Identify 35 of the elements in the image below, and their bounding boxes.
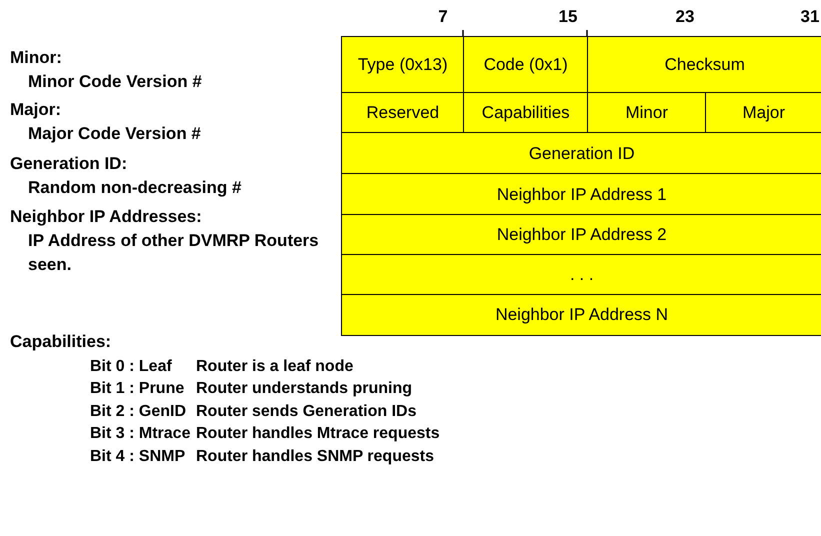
bit-label: Bit 4 : SNMP (90, 447, 186, 467)
packet-field: . . . (341, 254, 821, 296)
capability-description: Router is a leaf node (196, 357, 354, 377)
packet-field: Generation ID (341, 132, 821, 174)
bit-label: Bit 0 : Leaf (90, 357, 172, 377)
field-description: IP Address of other DVMRP Routers seen. (28, 230, 320, 276)
packet-field: Neighbor IP Address 2 (341, 214, 821, 256)
field-description: Minor Code Version # (28, 71, 202, 93)
bit-label: Bit 1 : Prune (90, 379, 184, 399)
field-name: Generation ID: (10, 153, 128, 175)
capability-description: Router understands pruning (196, 379, 412, 399)
packet-field: Checksum (587, 36, 821, 94)
bit-number: 31 (800, 6, 820, 28)
packet-field: Neighbor IP Address N (341, 294, 821, 336)
field-name: Minor: (10, 47, 62, 69)
packet-field: Capabilities (463, 92, 588, 134)
field-description: Random non-decreasing # (28, 177, 242, 199)
capability-description: Router handles Mtrace requests (196, 424, 440, 444)
field-name: Neighbor IP Addresses: (10, 206, 202, 228)
packet-field: Neighbor IP Address 1 (341, 173, 821, 216)
field-description: Major Code Version # (28, 123, 201, 145)
packet-field: Reserved (341, 92, 464, 134)
capability-description: Router handles SNMP requests (196, 447, 434, 467)
packet-field: Code (0x1) (463, 36, 588, 94)
packet-field: Minor (587, 92, 706, 134)
bit-number: 7 (437, 6, 449, 28)
bit-number: 15 (558, 6, 578, 28)
capability-description: Router sends Generation IDs (196, 402, 416, 422)
bit-label: Bit 3 : Mtrace (90, 424, 190, 444)
packet-field: Type (0x13) (341, 36, 464, 94)
packet-field: Major (705, 92, 821, 134)
bit-number: 23 (674, 6, 696, 28)
bit-label: Bit 2 : GenID (90, 402, 186, 422)
field-name: Capabilities: (10, 331, 112, 353)
field-name: Major: (10, 99, 61, 121)
